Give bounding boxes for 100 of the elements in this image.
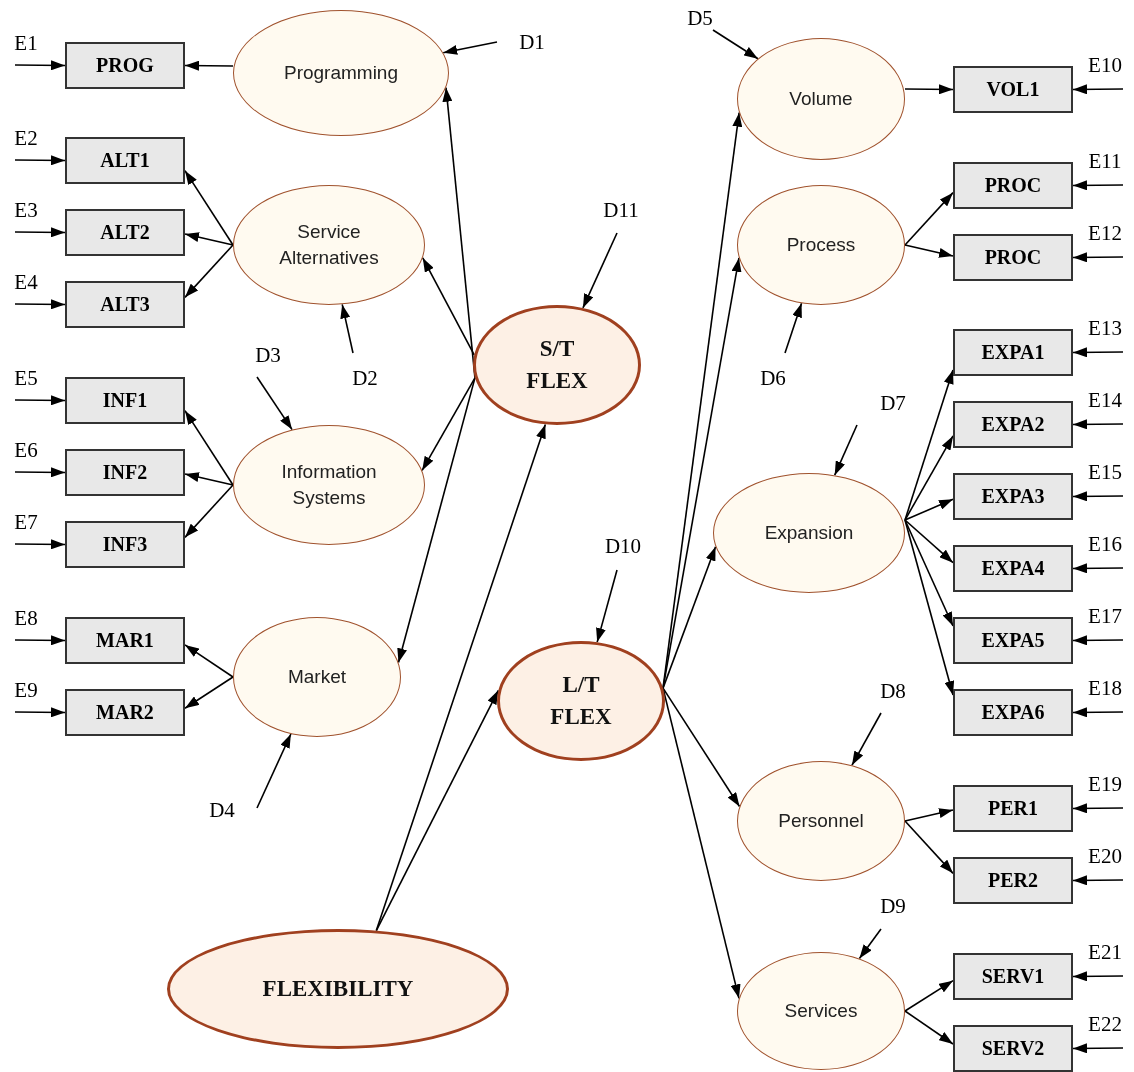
arrow — [14, 299, 66, 310]
arrow — [662, 687, 741, 808]
construct-ellipse: Process — [737, 185, 905, 305]
disturbance-label: D11 — [601, 198, 641, 222]
arrow — [904, 435, 954, 521]
disturbance-label: D8 — [873, 679, 913, 703]
arrow — [712, 29, 759, 60]
indicator-box: MAR2 — [65, 689, 185, 736]
arrow — [184, 60, 234, 71]
indicator-box: PROC — [953, 234, 1073, 281]
factor-ellipse: S/T FLEX — [473, 305, 641, 425]
error-label: E22 — [1085, 1012, 1125, 1036]
error-label: E14 — [1085, 388, 1125, 412]
error-label: E7 — [6, 510, 46, 534]
disturbance-label: D7 — [873, 391, 913, 415]
indicator-box: PER2 — [953, 857, 1073, 904]
arrow — [14, 635, 66, 646]
arrow — [833, 424, 858, 476]
error-label: E10 — [1085, 53, 1125, 77]
indicator-box: VOL1 — [953, 66, 1073, 113]
arrow — [1072, 491, 1124, 502]
disturbance-label: D3 — [248, 343, 288, 367]
indicator-box: ALT3 — [65, 281, 185, 328]
construct-ellipse: Volume — [737, 38, 905, 160]
arrow — [1072, 419, 1124, 430]
indicator-box: SERV1 — [953, 953, 1073, 1000]
arrow — [904, 808, 954, 822]
arrow — [1072, 707, 1124, 718]
error-label: E6 — [6, 438, 46, 462]
indicator-box: SERV2 — [953, 1025, 1073, 1072]
indicator-box: EXPA3 — [953, 473, 1073, 520]
arrow — [442, 41, 498, 55]
indicator-box: EXPA5 — [953, 617, 1073, 664]
arrow — [904, 191, 954, 246]
indicator-box: ALT1 — [65, 137, 185, 184]
arrow — [14, 227, 66, 238]
indicator-box: PROG — [65, 42, 185, 89]
arrow — [1072, 971, 1124, 982]
error-label: E9 — [6, 678, 46, 702]
arrow — [256, 376, 293, 431]
error-label: E1 — [6, 31, 46, 55]
construct-ellipse: Personnel — [737, 761, 905, 881]
arrow — [904, 84, 954, 95]
construct-ellipse: Programming — [233, 10, 449, 136]
indicator-box: PROC — [953, 162, 1073, 209]
error-label: E16 — [1085, 532, 1125, 556]
arrow — [1072, 180, 1124, 191]
error-label: E19 — [1085, 772, 1125, 796]
arrow — [421, 257, 475, 356]
error-label: E2 — [6, 126, 46, 150]
arrow — [14, 395, 66, 406]
arrow — [904, 498, 954, 521]
arrow — [851, 712, 882, 767]
indicator-box: INF3 — [65, 521, 185, 568]
construct-ellipse: Service Alternatives — [233, 185, 425, 305]
arrow — [904, 1010, 954, 1045]
arrow — [1072, 347, 1124, 358]
error-label: E17 — [1085, 604, 1125, 628]
error-label: E12 — [1085, 221, 1125, 245]
arrow — [904, 979, 954, 1012]
error-label: E4 — [6, 270, 46, 294]
disturbance-label: D4 — [202, 798, 242, 822]
arrow — [421, 377, 476, 472]
arrow — [1072, 84, 1124, 95]
arrow — [1072, 875, 1124, 886]
disturbance-label: D5 — [680, 6, 720, 30]
indicator-box: MAR1 — [65, 617, 185, 664]
arrow — [184, 676, 234, 710]
arrow — [904, 519, 954, 564]
arrow — [256, 733, 292, 809]
arrow — [14, 467, 66, 478]
arrow — [14, 155, 66, 166]
arrow — [904, 519, 955, 696]
construct-ellipse: Information Systems — [233, 425, 425, 545]
disturbance-label: D10 — [603, 534, 643, 558]
factor-ellipse: FLEXIBILITY — [167, 929, 509, 1049]
construct-ellipse: Services — [737, 952, 905, 1070]
arrow — [1072, 563, 1124, 574]
error-label: E18 — [1085, 676, 1125, 700]
error-label: E20 — [1085, 844, 1125, 868]
arrow — [14, 60, 66, 71]
construct-ellipse: Expansion — [713, 473, 905, 593]
arrow — [14, 539, 66, 550]
error-label: E5 — [6, 366, 46, 390]
arrow — [1072, 1043, 1124, 1054]
arrow — [184, 169, 234, 246]
arrow — [904, 820, 954, 875]
arrow — [1072, 252, 1124, 263]
arrow — [184, 244, 234, 299]
indicator-box: EXPA6 — [953, 689, 1073, 736]
indicator-box: ALT2 — [65, 209, 185, 256]
arrow — [184, 644, 234, 678]
arrow — [184, 472, 234, 486]
error-label: E8 — [6, 606, 46, 630]
error-label: E11 — [1085, 149, 1125, 173]
indicator-box: INF2 — [65, 449, 185, 496]
arrow — [904, 244, 954, 258]
disturbance-label: D2 — [345, 366, 385, 390]
disturbance-label: D1 — [512, 30, 552, 54]
arrow — [1072, 635, 1124, 646]
